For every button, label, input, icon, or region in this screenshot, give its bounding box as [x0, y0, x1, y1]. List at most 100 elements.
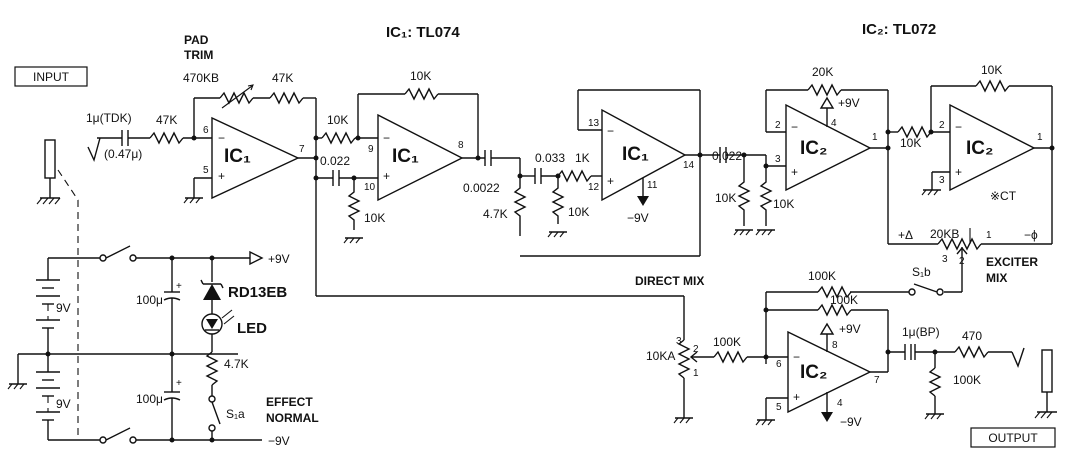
pin-label: 5: [776, 402, 782, 413]
r-47k-label: 4.7K: [483, 207, 508, 221]
svg-text:−: −: [955, 120, 962, 134]
r-100k-a-label: 100K: [808, 269, 836, 283]
opamp-ic1c: IC₁ − +: [601, 108, 687, 202]
ic2c-label: IC₂: [800, 362, 827, 383]
pad-label: PAD: [184, 33, 209, 47]
output-box: [970, 427, 1056, 448]
pin-label: 7: [874, 375, 880, 386]
pin-label: 1: [1037, 132, 1043, 143]
pin-label: 4: [837, 398, 843, 409]
r-100k-out-resistor: [928, 367, 942, 397]
r-10k-a-resistor: [321, 131, 356, 145]
ps-pos9-label: +9V: [268, 252, 290, 266]
r-470-resistor: [954, 345, 989, 359]
ps-neg9-label: −9V: [268, 434, 290, 448]
r-1k-label: 1K: [575, 151, 590, 165]
pin-label: 2: [775, 120, 781, 131]
wiper-arrow: [956, 246, 968, 255]
bat-b-label: 9V: [56, 397, 71, 411]
opamp-ic2a: IC₂ − +: [785, 103, 872, 192]
c-033-label: 0.033: [535, 151, 565, 165]
plus-delta-label: +Δ: [898, 228, 913, 242]
c-022-a-label: 0.022: [320, 154, 350, 168]
r-in-resistor: [149, 131, 184, 145]
r-10k-f-resistor: [897, 125, 932, 139]
r-100k-b-label: 100K: [830, 293, 858, 307]
ground-symbol: [343, 237, 363, 244]
pin-label: 8: [832, 340, 838, 351]
svg-text:+: +: [383, 169, 390, 183]
r-fb2-resistor: [404, 87, 439, 101]
ground-symbol: [924, 413, 944, 420]
pin-label: 1: [986, 230, 992, 241]
r-10k-d-resistor: [737, 172, 751, 226]
ground-symbol: [183, 197, 203, 204]
ic2-title: IC₂: TL072: [862, 21, 936, 38]
pin-label: 10: [364, 182, 376, 193]
c-100u-b-label: 100μ: [136, 392, 163, 406]
svg-text:+: +: [793, 390, 800, 404]
ground-symbol: [733, 229, 753, 236]
r-10k-b-resistor: [347, 178, 361, 230]
c-022-a-capacitor: [332, 170, 340, 186]
neg-supply-arrow: [821, 412, 833, 422]
c-022-b-label: 0.022: [712, 149, 742, 163]
input-jack: [36, 139, 61, 205]
r-100k-c-resistor: [713, 350, 748, 364]
svg-text:−: −: [607, 124, 614, 138]
svg-text:+: +: [791, 165, 798, 179]
r-10k-c-label: 10K: [568, 205, 589, 219]
zener-diode: [200, 279, 224, 300]
pin-label: 8: [458, 140, 464, 151]
svg-text:+: +: [607, 174, 614, 188]
normal-label: NORMAL: [266, 411, 319, 425]
ic2b-label: IC₂: [966, 138, 993, 159]
r-10k-d-label: 10K: [715, 191, 736, 205]
output-label: OUTPUT: [988, 431, 1038, 445]
bat-a-label: 9V: [56, 301, 71, 315]
pin-label: 2: [939, 120, 945, 131]
opamp-ic2c: IC₂ − +: [787, 330, 872, 414]
pin-label: 2: [693, 344, 699, 355]
output-terminal: [1011, 347, 1025, 368]
cap-100u-a: +: [163, 281, 182, 301]
r-in-label: 47K: [156, 113, 177, 127]
ic1-neg9-label: −9V: [627, 211, 649, 225]
svg-text:−: −: [791, 120, 798, 134]
r-100k-b-resistor: [817, 303, 852, 317]
r-100k-a-resistor: [817, 285, 852, 299]
direct-mix-pot: [677, 339, 691, 379]
opamp-ic1b: IC₁ − +: [377, 113, 464, 202]
pin-label: 1: [693, 368, 699, 379]
s1a-switch: [211, 401, 221, 425]
r-10k-b-label: 10K: [364, 211, 385, 225]
r-20kb-label: 20KB: [930, 227, 959, 241]
pin-label: 3: [775, 154, 781, 165]
r-10k-fb-resistor: [975, 79, 1010, 93]
cap-100u-b: +: [163, 378, 182, 401]
ground-symbol: [547, 231, 567, 238]
pin-label: 5: [203, 165, 209, 176]
led: [201, 309, 235, 335]
input-box: [14, 66, 88, 87]
r-fb1-label: 47K: [272, 71, 293, 85]
pin-label: 11: [647, 180, 658, 191]
opamp-ic2b: IC₂ − +: [949, 103, 1036, 192]
r-led-resistor: [205, 351, 219, 386]
neg-supply-arrow: [637, 196, 649, 206]
pin-label: 6: [776, 359, 782, 370]
pin-label: 13: [588, 118, 600, 129]
r-10ka-label: 10KA: [646, 349, 675, 363]
pin-label: 12: [588, 182, 600, 193]
r-1k-resistor: [557, 169, 592, 183]
wiper-arrow: [689, 351, 698, 363]
ground-symbol: [755, 419, 775, 426]
pin-label: 4: [831, 118, 837, 129]
svg-text:−: −: [793, 350, 800, 364]
svg-text:−: −: [218, 131, 225, 145]
input-terminal: [87, 137, 101, 163]
r-10k-f-label: 10K: [900, 136, 921, 150]
r-470-label: 470: [962, 329, 982, 343]
pin-label: 3: [942, 254, 948, 265]
